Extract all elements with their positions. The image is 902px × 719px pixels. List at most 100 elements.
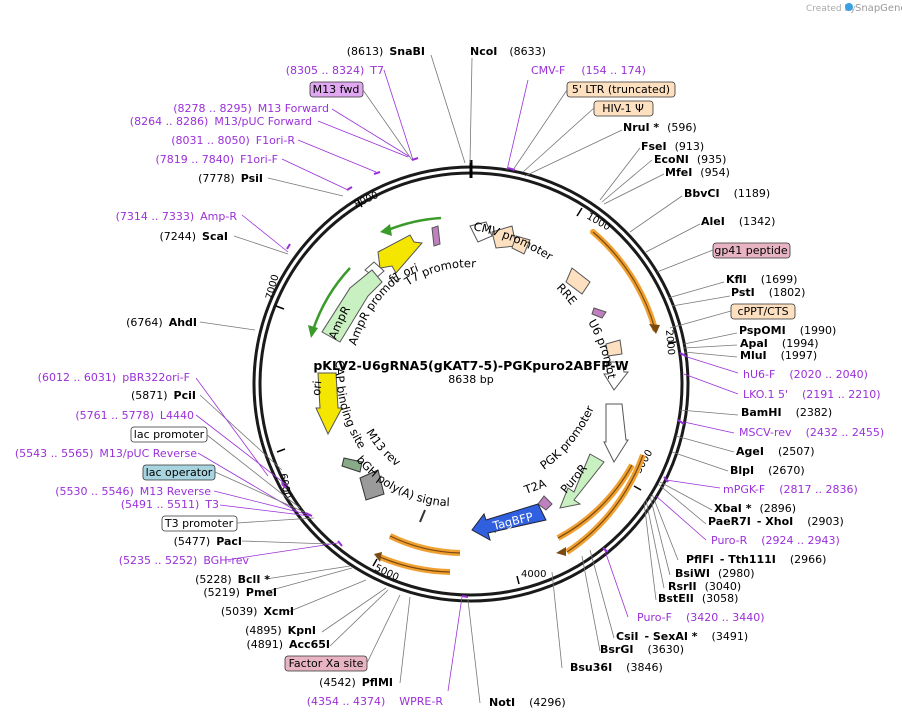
site-label-kfli[interactable]: KflI(1699) [726, 273, 797, 286]
rre-feature [565, 267, 591, 295]
box-hiv-psi[interactable]: HIV-1 Ψ [593, 100, 654, 117]
m13-fwd-feature [431, 225, 441, 247]
primer-label-m13-forward[interactable]: (8278 .. 8295)M13 Forward [173, 102, 329, 115]
snapgene-brand: SnapGene [855, 3, 902, 14]
site-label-kpni[interactable]: (4895)KpnI [245, 624, 316, 637]
primer-label-lko1-5[interactable]: LKO.1 5'(2191 .. 2210) [743, 388, 881, 401]
box-m13fwd[interactable]: M13 fwd [309, 81, 364, 98]
site-label-fsei[interactable]: FseI(913) [641, 140, 704, 153]
primer-label-pbr322ori-f[interactable]: (6012 .. 6031)pBR322ori-F [38, 371, 190, 384]
svg-text:gp41 peptide: gp41 peptide [714, 244, 788, 257]
primer-label-l4440[interactable]: (5761 .. 5778)L4440 [75, 409, 194, 422]
orange-feature-arcs [374, 229, 660, 575]
box-lac-promoter[interactable]: lac promoter [130, 426, 208, 443]
site-label-ncoi[interactable]: NcoI(8633) [470, 45, 546, 58]
backbone [252, 160, 690, 603]
svg-text:lac operator: lac operator [146, 466, 213, 479]
site-label-bbvci[interactable]: BbvCI(1189) [684, 187, 770, 200]
site-label-rsrii[interactable]: RsrII(3040) [668, 580, 741, 593]
factor-xa-feature [419, 509, 426, 523]
gp41-feature [591, 307, 607, 319]
feature-label-cap-binding-site: CAP binding site [333, 360, 369, 451]
primer-marks [281, 157, 687, 598]
site-label-bsu36i[interactable]: Bsu36I(3846) [570, 661, 663, 674]
site-label-nrui[interactable]: NruI *(596) [623, 121, 697, 134]
site-label-psii[interactable]: (7778)PsiI [198, 172, 263, 185]
primer-label-hu6-f[interactable]: hU6-F(2020 .. 2040) [743, 368, 868, 381]
site-label-mlui[interactable]: MluI(1997) [740, 349, 817, 362]
primer-label-puro-r[interactable]: Puro-R(2924 .. 2943) [711, 534, 840, 547]
primer-label-cmv-f[interactable]: CMV-F(154 .. 174) [531, 64, 646, 77]
site-label-bsteii[interactable]: BstEII(3058) [658, 592, 738, 605]
primer-label-t3[interactable]: (5491 .. 5511)T3 [121, 498, 219, 511]
puror-feature [559, 453, 605, 509]
primer-label-t7[interactable]: (8305 .. 8324)T7 [286, 64, 384, 77]
svg-text:lac promoter: lac promoter [134, 428, 205, 441]
svg-text:M13 fwd: M13 fwd [313, 83, 360, 96]
site-label-pcii[interactable]: (5871)PciI [131, 389, 196, 402]
site-label-bamhi[interactable]: BamHI(2382) [741, 406, 832, 419]
box-lac-operator[interactable]: lac operator [142, 464, 216, 481]
site-label-bsrgi[interactable]: BsrGI(3630) [600, 643, 684, 656]
site-label-ahdi[interactable]: (6764)AhdI [126, 316, 197, 329]
feature-label-ori: ori [309, 380, 324, 396]
site-label-bsiwi[interactable]: BsiWI(2980) [675, 567, 755, 580]
site-label-scai[interactable]: (7244)ScaI [159, 230, 228, 243]
primer-label-bgh-rev[interactable]: (5235 .. 5252)BGH-rev [119, 554, 250, 567]
box-t3-promoter[interactable]: T3 promoter [161, 515, 238, 532]
features [315, 221, 630, 542]
site-label-pflfi-tth111i[interactable]: PflFI- Tth111I(2966) [686, 553, 826, 566]
primer-label-puro-f[interactable]: Puro-F(3420 .. 3440) [637, 611, 765, 624]
created-by-text: Created by [806, 4, 856, 14]
primer-label-mpgk-f[interactable]: mPGK-F(2817 .. 2836) [723, 483, 858, 496]
box-gp41-peptide[interactable]: gp41 peptide [712, 242, 791, 259]
site-leader-lines [199, 54, 739, 704]
site-label-psti[interactable]: PstI(1802) [731, 286, 805, 299]
site-label-bcli[interactable]: (5228)BclI * [195, 573, 270, 586]
primer-label-m13puc-forward[interactable]: (8264 .. 8286)M13/pUC Forward [130, 115, 312, 128]
site-label-mfei[interactable]: MfeI(954) [665, 166, 730, 179]
plasmid-name: pKLV2-U6gRNA5(gKAT7-5)-PGKpuro2ABFP-W [313, 358, 628, 373]
u6-promoter-feature [603, 361, 630, 391]
site-label-pflmi[interactable]: (4542)PflMI [319, 676, 393, 689]
box-5-ltr[interactable]: 5' LTR (truncated) [566, 81, 676, 98]
primer-label-f1ori-f[interactable]: (7819 .. 7840)F1ori-F [156, 153, 279, 166]
svg-text:5' LTR (truncated): 5' LTR (truncated) [572, 83, 670, 96]
feature-label-t7-promoter: T7 promoter [401, 256, 476, 289]
tick-label-4000: 4000 [521, 569, 546, 580]
primer-label-mscv-rev[interactable]: MSCV-rev(2432 .. 2455) [739, 426, 884, 439]
box-factor-xa-site[interactable]: Factor Xa site [284, 655, 368, 672]
site-label-econi[interactable]: EcoNI(935) [654, 153, 726, 166]
site-label-snabi[interactable]: (8613)SnaBI [347, 45, 425, 58]
cppt-feature [605, 339, 623, 357]
primer-label-amp-r[interactable]: (7314 .. 7333)Amp-R [116, 210, 238, 223]
site-label-alei[interactable]: AleI(1342) [701, 215, 775, 228]
site-label-pspomi[interactable]: PspOMI(1990) [739, 324, 836, 337]
site-label-paer7i-xhoi[interactable]: PaeR7I- XhoI(2903) [708, 515, 844, 528]
site-label-csii-sexai[interactable]: CsiI- SexAI *(3491) [616, 630, 748, 643]
site-label-blpi[interactable]: BlpI(2670) [730, 464, 805, 477]
lac-operator-feature [341, 457, 363, 473]
primer-label-m13puc-reverse[interactable]: (5543 .. 5565)M13/pUC Reverse [15, 447, 197, 460]
site-label-noti[interactable]: NotI(4296) [489, 696, 566, 709]
site-label-agei[interactable]: AgeI(2507) [736, 445, 815, 458]
site-label-xbai[interactable]: XbaI *(2896) [714, 502, 796, 515]
site-label-pmei[interactable]: (5219)PmeI [203, 586, 277, 599]
site-label-acc65i[interactable]: (4891)Acc65I [246, 638, 330, 651]
feature-label-cmv-promoter: CMV promoter [472, 219, 555, 263]
box-leader-lines [206, 89, 732, 664]
primer-label-wpre-r[interactable]: (4354 .. 4374)WPRE-R [307, 695, 444, 708]
primer-label-f1ori-r[interactable]: (8031 .. 8050)F1ori-R [171, 134, 295, 147]
pgk-promoter-feature [603, 403, 629, 464]
site-label-apai[interactable]: ApaI(1994) [740, 337, 818, 350]
site-label-xcmi[interactable]: (5039)XcmI [221, 605, 294, 618]
site-label-paci[interactable]: (5477)PacI [174, 535, 242, 548]
tagbfp-feature [471, 503, 547, 542]
ori-feature [315, 372, 343, 436]
tick-marks [275, 199, 677, 585]
svg-text:HIV-1 Ψ: HIV-1 Ψ [602, 102, 644, 115]
primer-label-m13-reverse[interactable]: (5530 .. 5546)M13 Reverse [55, 485, 211, 498]
box-cppt-cts[interactable]: cPPT/CTS [730, 303, 796, 320]
t2a-feature [537, 495, 553, 511]
